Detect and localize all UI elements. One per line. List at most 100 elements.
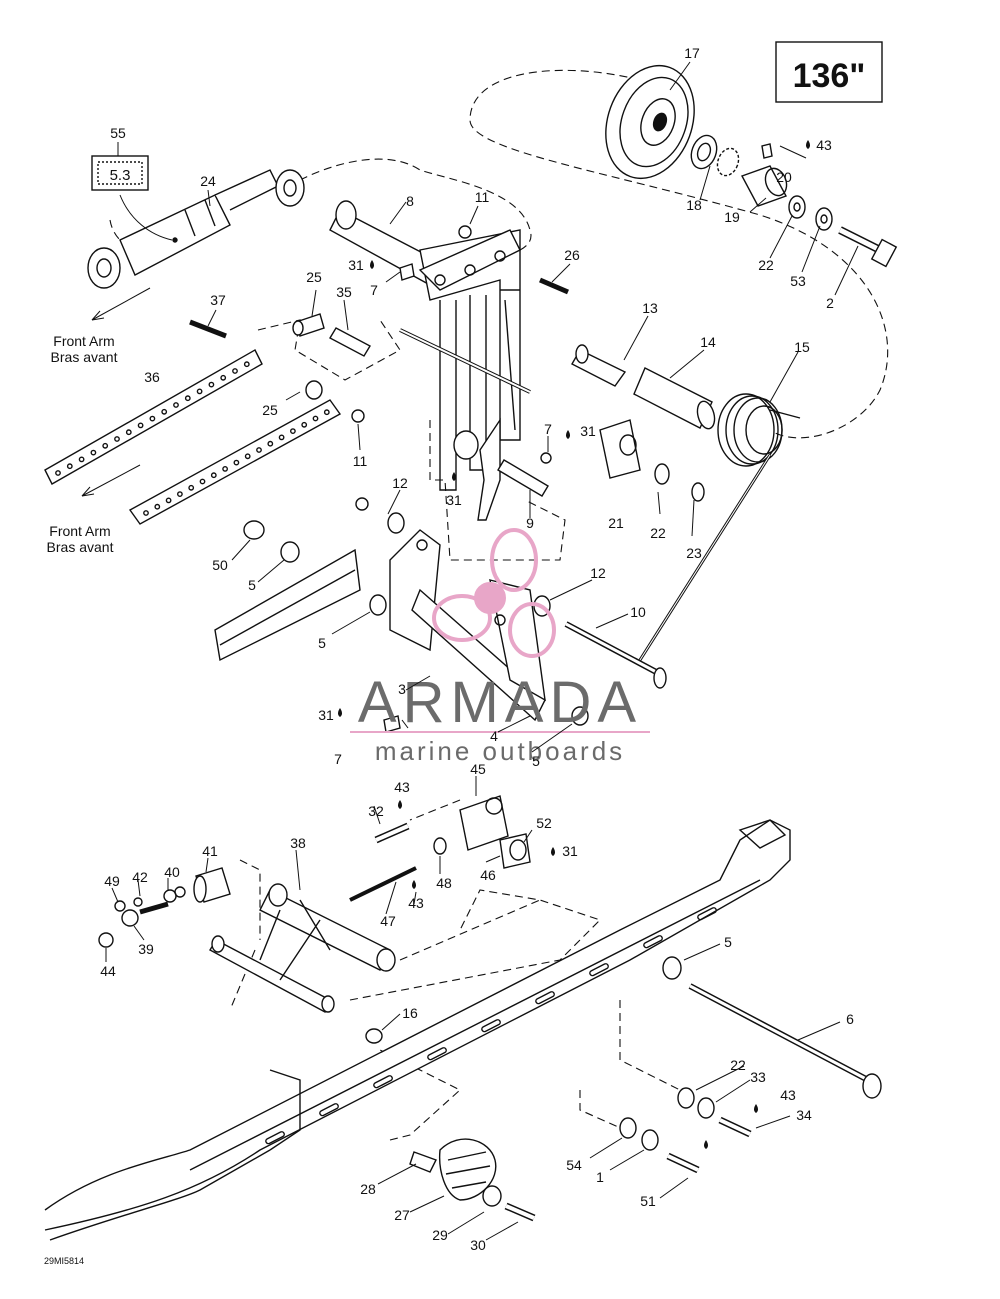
rear-hardware — [98, 822, 447, 948]
front-arm-note-en-2: Front Arm — [49, 523, 110, 539]
callout-c21: 21 — [608, 515, 624, 531]
callout-c31b: 31 — [580, 423, 596, 439]
strap-hole — [208, 381, 215, 388]
callout-c41: 41 — [202, 843, 218, 859]
rail-slot — [643, 935, 663, 949]
callout-c45: 45 — [470, 761, 486, 777]
rail-slots — [265, 907, 717, 1145]
stopper-21 — [599, 419, 641, 479]
strap-hole — [173, 402, 179, 408]
callout-c47: 47 — [380, 913, 396, 929]
rail-slot — [427, 1047, 447, 1061]
callout-c5d: 5 — [724, 934, 732, 950]
strap-hole — [233, 459, 240, 466]
callout-c25a: 25 — [306, 269, 322, 285]
callout-c52: 52 — [536, 815, 552, 831]
callout-c10: 10 — [630, 604, 646, 620]
callout-c43c: 43 — [408, 895, 424, 911]
reference-code: 29MI5814 — [44, 1256, 84, 1266]
callout-c26: 26 — [564, 247, 580, 263]
callout-c2: 2 — [826, 295, 834, 311]
callout-c23: 23 — [686, 545, 702, 561]
callout-c5b: 5 — [318, 635, 326, 651]
callout-c17: 17 — [684, 45, 700, 61]
callout-c24: 24 — [200, 173, 216, 189]
callout-c43d: 43 — [780, 1087, 796, 1103]
watermark-tagline: marine outboards — [375, 736, 625, 766]
callout-c39: 39 — [138, 941, 154, 957]
rail-slot — [697, 907, 717, 921]
rail-slot — [535, 991, 555, 1005]
strap-hole — [222, 465, 229, 472]
strap-hole — [256, 447, 262, 453]
callout-c34: 34 — [796, 1107, 812, 1123]
lower-right-hardware — [365, 1028, 752, 1174]
callout-c25b: 25 — [262, 402, 278, 418]
spacer-tube-14 — [633, 367, 716, 430]
shock-bracket-3 — [389, 529, 546, 722]
strap-hole — [161, 408, 168, 415]
callout-c3: 3 — [398, 681, 406, 697]
callout-c5a: 5 — [248, 577, 256, 593]
callout-c37: 37 — [210, 292, 226, 308]
callout-c42: 42 — [132, 869, 148, 885]
strap-hole — [220, 374, 227, 381]
callout-c1: 1 — [596, 1169, 604, 1185]
callout-c16: 16 — [402, 1005, 418, 1021]
callout-c8: 8 — [406, 193, 414, 209]
callout-c48: 48 — [436, 875, 452, 891]
callout-c55: 55 — [110, 125, 126, 141]
strap-hole — [232, 368, 238, 374]
size-label: 136" — [793, 57, 866, 95]
callout-c11b: 11 — [353, 453, 368, 469]
strap-hole — [66, 463, 73, 470]
callout-c6: 6 — [846, 1011, 854, 1027]
front-arm-note-fr-1: Bras avant — [51, 349, 118, 365]
callout-c18: 18 — [686, 197, 702, 213]
strap-hole — [289, 428, 296, 434]
rail-slot — [589, 963, 609, 977]
callout-c12b: 12 — [590, 565, 606, 581]
bolt-6 — [662, 956, 882, 1099]
wheel-spacer — [741, 165, 833, 231]
grease-fitting-20 — [761, 143, 773, 159]
callout-c54: 54 — [566, 1157, 582, 1173]
idler-wheel — [605, 64, 695, 180]
lever-9 — [453, 417, 549, 521]
callout-c9: 9 — [526, 515, 534, 531]
callout-c22a: 22 — [758, 257, 774, 273]
arm-shaft-13 — [399, 328, 627, 394]
front-arm-arrows — [81, 287, 151, 497]
strap-hole — [312, 415, 319, 422]
strap-hole — [55, 470, 61, 476]
strap-hole — [137, 422, 144, 429]
callout-c20: 20 — [776, 169, 792, 185]
strap-hole — [199, 478, 206, 485]
strap-hole — [210, 472, 217, 479]
wheel-bearing — [690, 134, 740, 177]
decal-text: 5.3 — [110, 167, 131, 184]
strap-hole — [90, 449, 97, 456]
torsion-spring-15 — [638, 393, 801, 661]
strap-hole — [301, 421, 308, 428]
strap-hole — [184, 395, 191, 402]
callout-c19: 19 — [724, 209, 740, 225]
strap-hole — [243, 361, 250, 368]
strap-hole — [114, 436, 120, 442]
callout-c7a: 7 — [370, 282, 378, 298]
callout-c22b: 22 — [650, 525, 666, 541]
callout-c49: 49 — [104, 873, 120, 889]
strap-hole — [188, 484, 195, 491]
bushing-41 — [193, 867, 231, 903]
callout-c14: 14 — [700, 334, 716, 350]
shock-decal: 5.3 — [91, 155, 149, 191]
strap-hole — [154, 503, 161, 510]
callout-c13: 13 — [642, 300, 658, 316]
grease-drop-icons — [338, 140, 810, 1149]
callout-c31e: 31 — [562, 843, 578, 859]
size-box: 136" — [775, 41, 883, 103]
callout-c27: 27 — [394, 1207, 410, 1223]
rear-arm-38 — [209, 883, 396, 1013]
callout-c7c: 7 — [334, 751, 342, 767]
callout-c50: 50 — [212, 557, 228, 573]
